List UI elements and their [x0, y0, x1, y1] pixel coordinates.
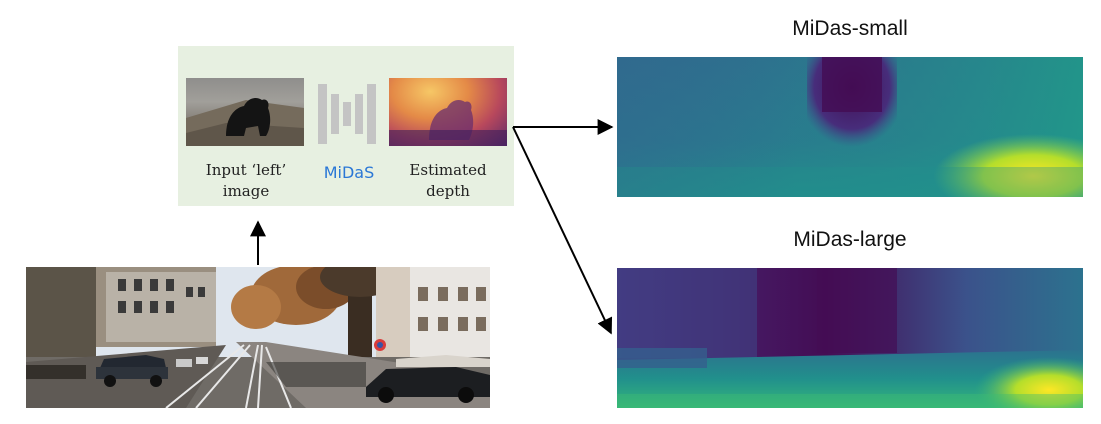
- midas-model-label: MiDaS: [323, 163, 375, 182]
- midas-large-title: MiDas-large: [793, 228, 907, 251]
- depth-caption-line1: Estimated: [409, 161, 487, 179]
- depth-caption-line2: depth: [426, 182, 470, 200]
- midas-large-depth-map: [617, 268, 1083, 408]
- input-image-thumbnail: [186, 78, 304, 146]
- midas-network-icon: [314, 84, 384, 144]
- midas-small-depth-map: [617, 57, 1083, 197]
- input-image-caption: Input ‘left’ image: [184, 160, 308, 202]
- estimated-depth-thumbnail: [389, 78, 507, 146]
- midas-small-title: MiDas-small: [792, 17, 908, 40]
- street-scene-photo: [26, 267, 490, 408]
- input-caption-line2: image: [222, 182, 270, 200]
- arrow-pipeline-to-large: [512, 126, 613, 335]
- input-caption-line1: Input ‘left’: [205, 161, 287, 179]
- estimated-depth-caption: Estimated depth: [386, 160, 510, 202]
- midas-pipeline-panel: Input ‘left’ image MiDaS Estimated depth: [178, 46, 514, 206]
